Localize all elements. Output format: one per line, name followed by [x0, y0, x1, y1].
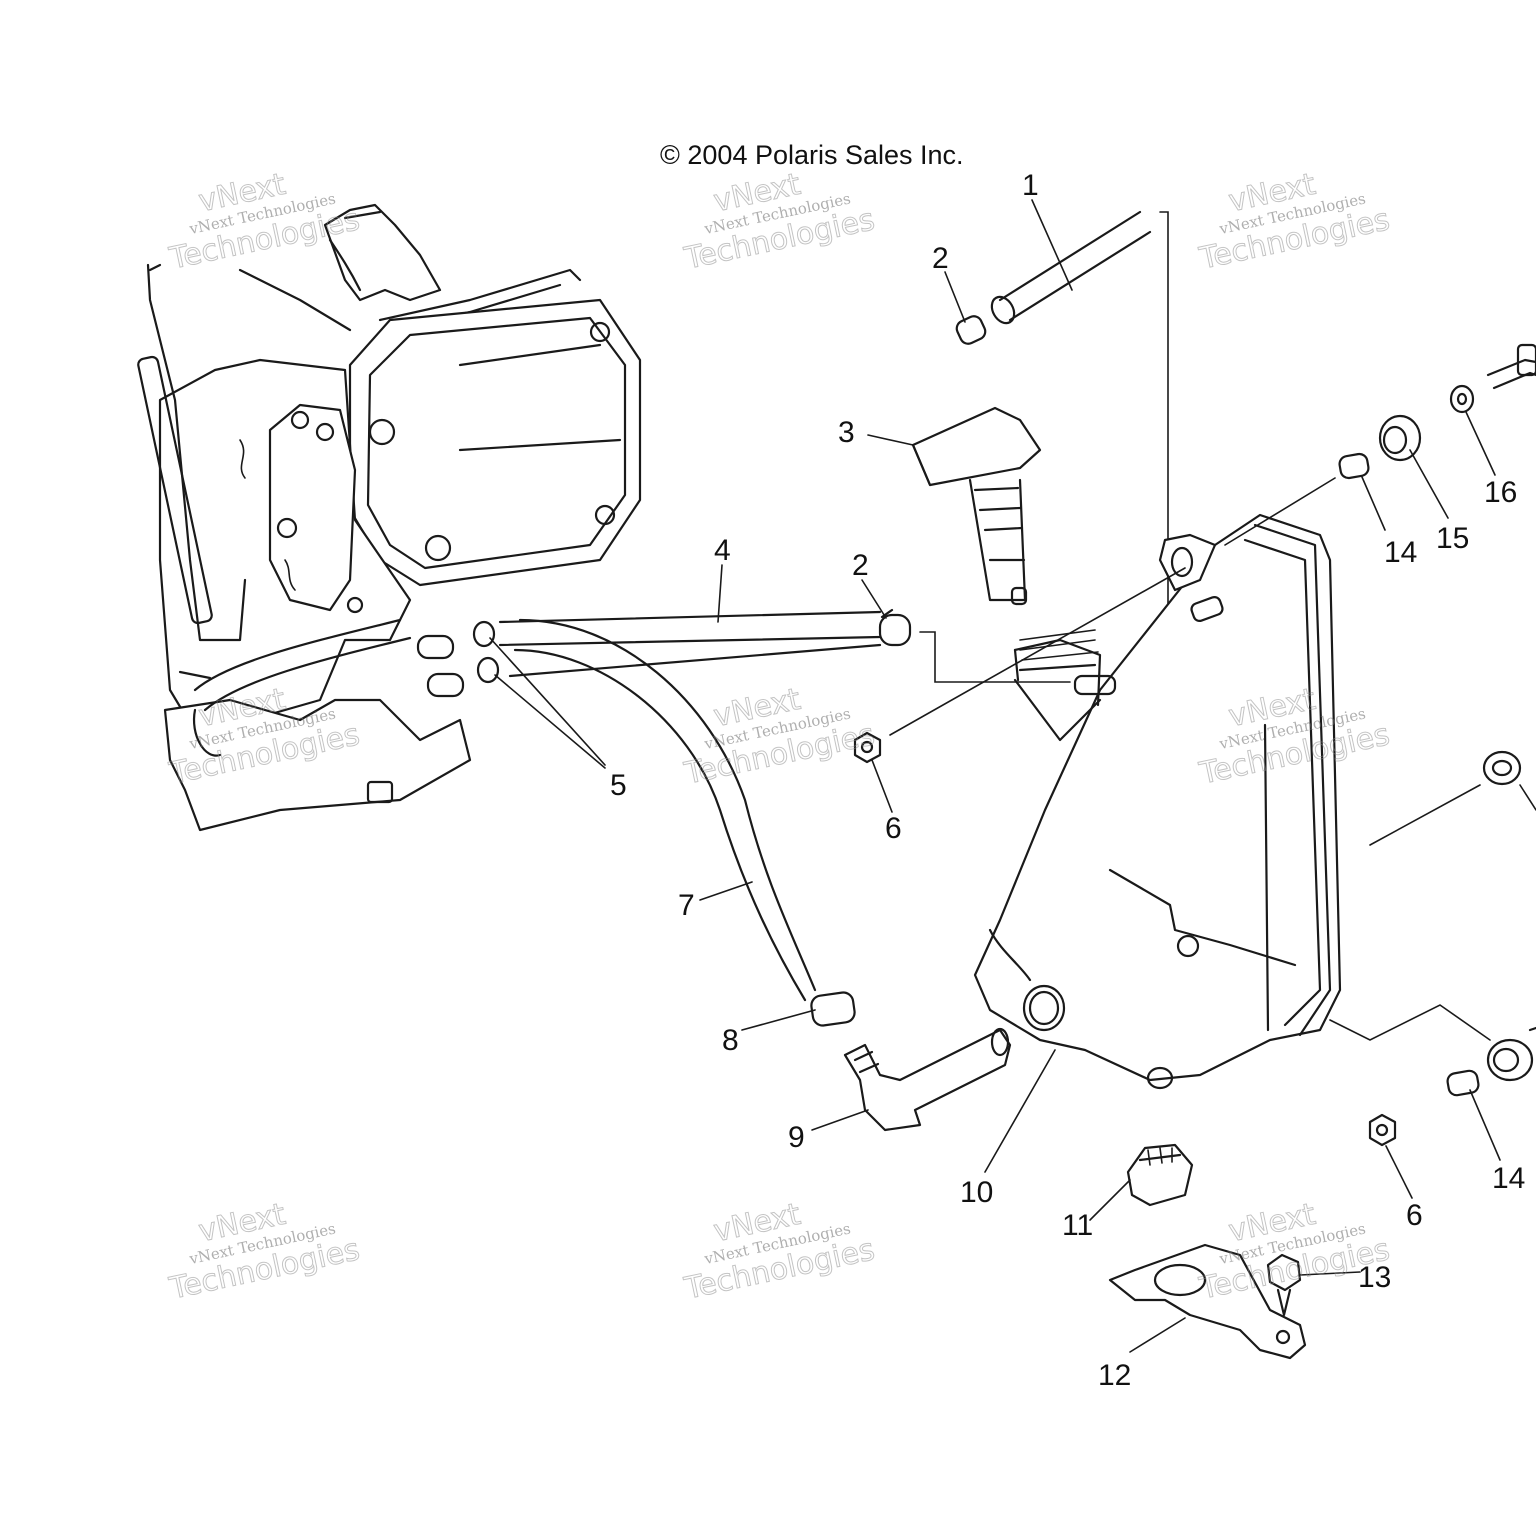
watermark-1: vNext vNext Technologies Technologies	[165, 166, 363, 277]
callout-1: 1	[1022, 169, 1039, 202]
callout-7: 7	[678, 889, 695, 922]
callout-numbers: 1 2 3 4 2 5 6 7 8 9 10 11 12 13 14 15 16…	[610, 169, 1525, 1392]
watermark-2: vNext vNext Technologies Technologies	[680, 166, 878, 277]
callout-4: 4	[714, 534, 731, 567]
callout-6-upper: 6	[885, 812, 902, 845]
callout-13: 13	[1358, 1261, 1391, 1294]
callout-5: 5	[610, 769, 627, 802]
hose-lines	[472, 608, 1071, 1027]
callout-15: 15	[1436, 522, 1469, 555]
right-hardware	[853, 343, 1536, 1360]
watermark-8: vNext vNext Technologies Technologies	[680, 1196, 878, 1307]
callout-14-upper: 14	[1384, 536, 1417, 569]
watermark-5: vNext vNext Technologies Technologies	[680, 681, 878, 792]
callout-9: 9	[788, 1121, 805, 1154]
oil-tank	[973, 513, 1342, 1090]
callout-6-lower: 6	[1406, 1199, 1423, 1232]
leader-lines	[489, 199, 1501, 1353]
callout-14-lower: 14	[1492, 1162, 1525, 1195]
callout-8: 8	[722, 1024, 739, 1057]
callout-2-mid: 2	[852, 549, 869, 582]
callout-12: 12	[1098, 1359, 1131, 1392]
callout-16: 16	[1484, 476, 1517, 509]
watermark-3: vNext vNext Technologies Technologies	[1195, 166, 1393, 277]
tube-and-clamp-top	[955, 210, 1169, 636]
dipstick-cap	[911, 406, 1042, 606]
callout-10: 10	[960, 1176, 993, 1209]
callout-3: 3	[838, 416, 855, 449]
elbow-fitting	[843, 1027, 1012, 1132]
copyright-text: © 2004 Polaris Sales Inc.	[660, 140, 964, 170]
watermark-7: vNext vNext Technologies Technologies	[165, 1196, 363, 1307]
engine-assembly	[137, 203, 642, 832]
callout-11: 11	[1062, 1209, 1093, 1242]
callout-2-top: 2	[932, 242, 949, 275]
